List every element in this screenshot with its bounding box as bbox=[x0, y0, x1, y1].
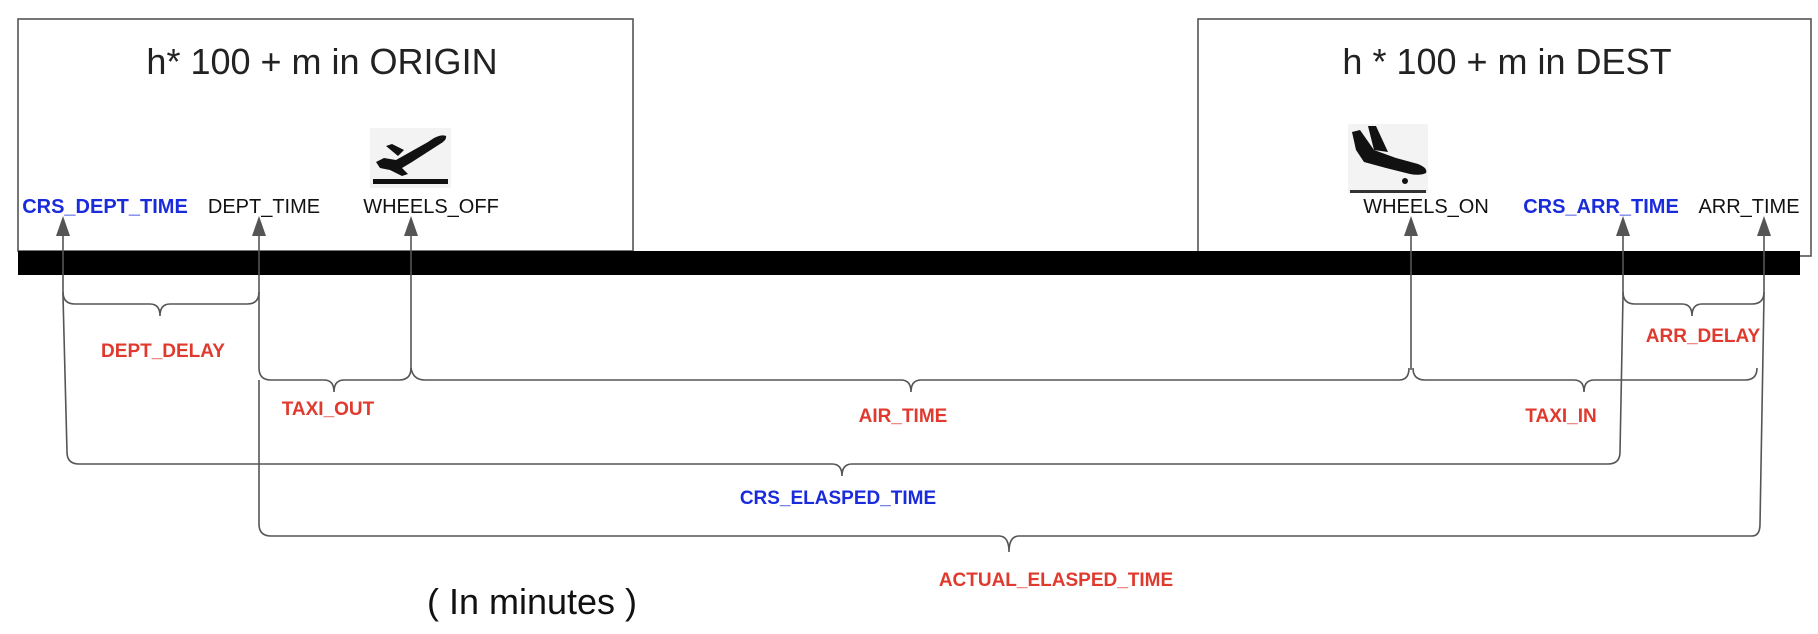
units-note: ( In minutes ) bbox=[427, 581, 637, 622]
arrow-arr-time bbox=[1757, 216, 1771, 296]
interval-label-crs-elapsed-time: CRS_ELASPED_TIME bbox=[740, 488, 936, 509]
event-label-wheels-on: WHEELS_ON bbox=[1363, 196, 1489, 218]
brace-dept-delay bbox=[62, 291, 260, 317]
event-label-dept-time: DEPT_TIME bbox=[208, 196, 320, 218]
interval-label-taxi-out: TAXI_OUT bbox=[282, 399, 375, 420]
arrow-dept-time bbox=[252, 216, 266, 296]
interval-label-taxi-in: TAXI_IN bbox=[1525, 406, 1596, 427]
arrow-wheels-off bbox=[404, 216, 418, 370]
brace-actual-elapsed-time bbox=[258, 295, 1765, 553]
arrow-crs-dept-time bbox=[56, 216, 70, 296]
arrow-wheels-on bbox=[1404, 216, 1418, 370]
brace-air-time bbox=[410, 367, 1410, 393]
airplane-takeoff-icon bbox=[370, 128, 451, 188]
brace-taxi-out bbox=[258, 296, 412, 393]
origin-box-title: h* 100 + m in ORIGIN bbox=[146, 41, 497, 82]
brace-arr-delay bbox=[1622, 291, 1765, 317]
event-label-arr-time: ARR_TIME bbox=[1698, 196, 1799, 218]
dest-box bbox=[1197, 18, 1812, 257]
interval-label-dept-delay: DEPT_DELAY bbox=[101, 341, 225, 362]
event-label-wheels-off: WHEELS_OFF bbox=[363, 196, 499, 218]
interval-label-air-time: AIR_TIME bbox=[859, 406, 948, 427]
airplane-landing-icon bbox=[1348, 124, 1428, 193]
brace-crs-elapsed-time bbox=[62, 295, 1624, 477]
event-label-crs-dept-time: CRS_DEPT_TIME bbox=[22, 196, 188, 218]
timeline-bar bbox=[18, 251, 1800, 275]
arrow-crs-arr-time bbox=[1616, 216, 1630, 296]
dest-box-title: h * 100 + m in DEST bbox=[1342, 41, 1671, 82]
event-label-crs-arr-time: CRS_ARR_TIME bbox=[1523, 196, 1679, 218]
interval-label-actual-elapsed-time: ACTUAL_ELASPED_TIME bbox=[939, 570, 1173, 591]
origin-box bbox=[17, 18, 634, 252]
interval-label-arr-delay: ARR_DELAY bbox=[1646, 326, 1761, 347]
brace-taxi-in bbox=[1412, 367, 1758, 393]
